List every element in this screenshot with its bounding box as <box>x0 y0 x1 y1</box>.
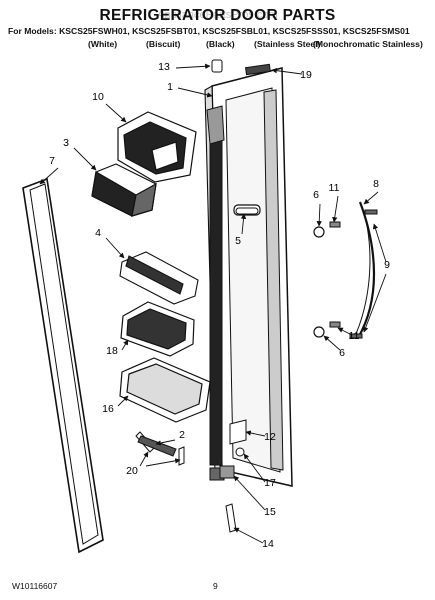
callout-c2: 2 <box>179 429 185 441</box>
bin-guide-rail <box>135 431 185 466</box>
callout-leader-c8-0 <box>363 191 379 205</box>
variant-biscuit: (Biscuit) <box>146 39 181 49</box>
callout-c7: 7 <box>49 155 55 167</box>
callout-c12: 12 <box>264 431 276 443</box>
callout-leader-c20-0 <box>139 451 149 467</box>
variant-monochromatic: (Monochromatic Stainless) <box>313 39 423 49</box>
callout-c13: 13 <box>158 61 170 73</box>
callout-c20: 20 <box>126 465 138 477</box>
callout-leader-c4-0 <box>105 237 125 259</box>
callout-c10: 10 <box>92 91 104 103</box>
callout-c15: 15 <box>264 506 276 518</box>
callout-leader-c1-0 <box>177 87 213 98</box>
callout-c18: 18 <box>106 345 118 357</box>
callout-leader-c7-0 <box>39 167 59 185</box>
callout-leader-c2-0 <box>155 439 176 446</box>
callout-c14: 14 <box>262 538 274 550</box>
callout-leader-c6b-0 <box>323 335 341 351</box>
callout-c9: 9 <box>384 259 390 271</box>
callout-leader-c18-0 <box>121 339 129 351</box>
callout-c6b: 6 <box>339 347 345 359</box>
variant-stainless: (Stainless Steel) <box>254 39 321 49</box>
callout-leader-c11a-0 <box>332 195 339 223</box>
door-stop <box>235 207 259 215</box>
callout-leader-c11b-0 <box>337 327 351 335</box>
callout-leader-c6a-0 <box>316 203 322 227</box>
callout-c19: 19 <box>300 69 312 81</box>
dairy-cover <box>91 163 157 217</box>
door-assembly <box>204 67 293 487</box>
callout-c8: 8 <box>373 178 379 190</box>
callout-c17: 17 <box>264 477 276 489</box>
callout-c11b: 11 <box>349 330 360 342</box>
callout-c1: 1 <box>167 81 173 93</box>
callout-leader-c16-0 <box>117 395 129 407</box>
egg-tray <box>119 251 199 305</box>
callout-c16: 16 <box>102 403 114 415</box>
callout-c3: 3 <box>63 137 69 149</box>
callout-c5: 5 <box>235 235 241 247</box>
callout-leader-c15-0 <box>233 475 266 511</box>
callout-c6a: 6 <box>313 189 319 201</box>
callout-leader-c9-0 <box>372 223 387 263</box>
door-bin-lower <box>119 357 211 423</box>
door-handle <box>313 201 378 339</box>
door-bin-middle <box>120 301 195 357</box>
callout-leader-c9-1 <box>363 273 387 333</box>
page-number: 9 <box>213 581 218 591</box>
callout-leader-c17-0 <box>243 453 266 483</box>
callout-leaders <box>39 63 387 544</box>
callout-leader-c13-0 <box>175 63 211 69</box>
upper-door-bin <box>117 111 197 183</box>
callout-leader-c14-0 <box>233 527 264 544</box>
doc-number: W10116607 <box>12 581 58 591</box>
page-title: REFRIGERATOR DOOR PARTS <box>99 7 336 24</box>
callout-leader-c10-0 <box>105 103 127 123</box>
variant-black: (Black) <box>206 39 235 49</box>
top-hinge-parts <box>211 59 271 76</box>
callout-leader-c12-0 <box>245 430 266 437</box>
door-gasket <box>22 177 104 554</box>
callout-c11a: 11 <box>329 182 340 194</box>
model-list: For Models: KSCS25FSWH01, KSCS25FSBT01, … <box>8 26 410 36</box>
watermark: AppliancePartsPros.com <box>157 9 278 21</box>
callout-leader-c20-1 <box>145 458 181 467</box>
callout-leader-c3-0 <box>73 147 97 171</box>
callout-leader-c19-0 <box>271 67 303 75</box>
callout-c4: 4 <box>95 227 101 239</box>
callout-leader-c5-0 <box>240 213 247 235</box>
variant-white: (White) <box>88 39 118 49</box>
